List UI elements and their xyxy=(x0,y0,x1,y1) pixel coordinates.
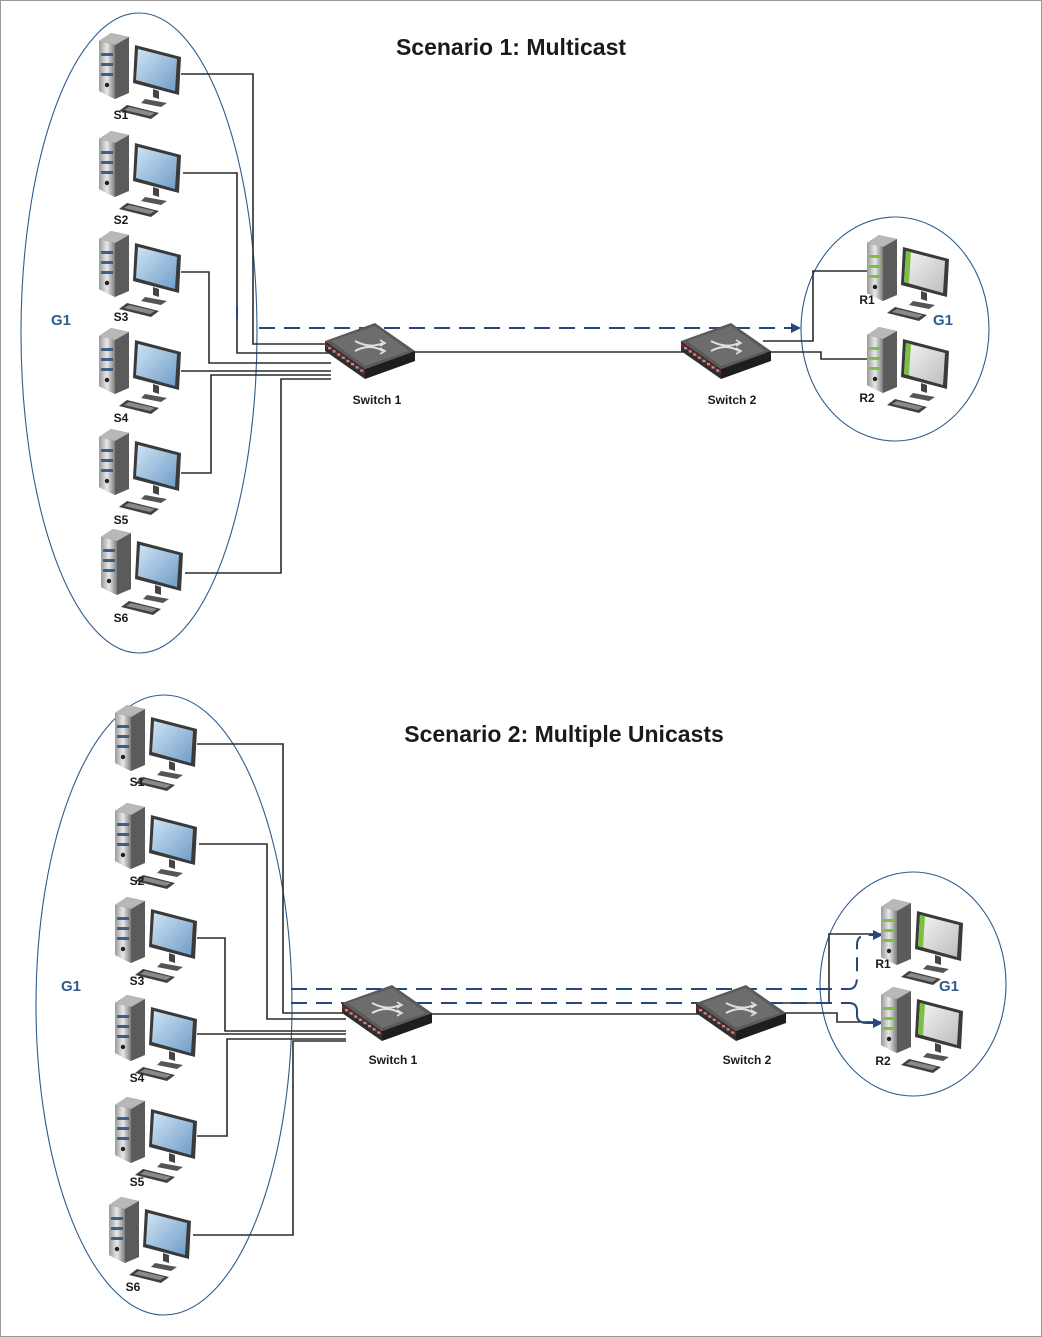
receiver-computer-icon xyxy=(867,327,949,413)
sender-label: S5 xyxy=(130,1175,145,1189)
receiver-computer-icon xyxy=(867,235,949,321)
receiver-group-label: G1 xyxy=(939,978,959,995)
sender-label: S3 xyxy=(130,974,145,988)
sender-label: S3 xyxy=(114,310,129,324)
sender-group-label: G1 xyxy=(51,312,71,329)
wire-s2 xyxy=(199,843,346,1020)
sender-label: S2 xyxy=(130,874,145,888)
receiver-computer-icon xyxy=(881,987,963,1073)
wire-s6 xyxy=(185,378,331,574)
sender-label: S6 xyxy=(114,611,129,625)
receiver-group-label: G1 xyxy=(933,312,953,329)
sender-computer-icon xyxy=(99,429,181,515)
receiver-label: R2 xyxy=(859,391,875,405)
sender-label: S1 xyxy=(114,108,129,122)
sender-group-boundary xyxy=(20,12,258,654)
sender-computer-icon xyxy=(115,897,197,983)
sender-label: S6 xyxy=(126,1280,141,1294)
unicast-arrow-r2 xyxy=(848,1002,883,1028)
receiver-label: R2 xyxy=(875,1054,891,1068)
switch-1-label: Switch 1 xyxy=(369,1053,418,1067)
receiver-group-boundary xyxy=(800,216,990,442)
wire-r2 xyxy=(779,1012,881,1023)
sender-computer-icon xyxy=(99,328,181,414)
sender-label: S2 xyxy=(114,213,129,227)
wire-s2 xyxy=(183,172,331,354)
wire-r1 xyxy=(779,933,881,1004)
switch-2-icon xyxy=(681,323,771,379)
wire-s6 xyxy=(193,1040,346,1236)
unicast-arrow-r1 xyxy=(848,930,883,990)
wire-s3 xyxy=(181,271,331,364)
switch-1-icon xyxy=(342,985,432,1041)
sender-computer-icon xyxy=(115,995,197,1081)
wire-r1 xyxy=(763,270,867,342)
receiver-computer-icon xyxy=(881,899,963,985)
switch-1-label: Switch 1 xyxy=(353,393,402,407)
scenario-1-title: Scenario 1: Multicast xyxy=(396,34,626,60)
scenario-2-title: Scenario 2: Multiple Unicasts xyxy=(404,721,724,747)
sender-label: S5 xyxy=(114,513,129,527)
wire-r2 xyxy=(763,351,867,360)
sender-computer-icon xyxy=(101,529,183,615)
switch-2-label: Switch 2 xyxy=(708,393,757,407)
switch-1-icon xyxy=(325,323,415,379)
wire-s5 xyxy=(181,374,331,474)
wire-s3 xyxy=(197,937,346,1032)
sender-computer-icon xyxy=(115,705,197,791)
sender-label: S4 xyxy=(130,1071,145,1085)
switch-2-icon xyxy=(696,985,786,1041)
sender-computer-icon xyxy=(99,33,181,119)
sender-computer-icon xyxy=(99,231,181,317)
switch-2-label: Switch 2 xyxy=(723,1053,772,1067)
receiver-label: R1 xyxy=(859,293,875,307)
sender-computer-icon xyxy=(109,1197,191,1283)
wire-s1 xyxy=(181,73,331,345)
wire-s1 xyxy=(197,743,346,1014)
scenario-1: Scenario 1: Multicast G1 G1 Switch 1 Swi… xyxy=(20,12,990,654)
sender-wires xyxy=(193,743,346,1236)
sender-wires xyxy=(181,73,331,574)
sender-label: S4 xyxy=(114,411,129,425)
sender-computer-icon xyxy=(115,803,197,889)
wire-s5 xyxy=(197,1038,346,1137)
sender-computer-icon xyxy=(99,131,181,217)
sender-label: S1 xyxy=(130,775,145,789)
sender-group-label: G1 xyxy=(61,978,81,995)
sender-computer-icon xyxy=(115,1097,197,1183)
scenario-2: Scenario 2: Multiple Unicasts G1 G1 Swit… xyxy=(35,694,1007,1316)
receiver-label: R1 xyxy=(875,957,891,971)
receiver-group-boundary xyxy=(819,871,1007,1097)
sender-group-boundary xyxy=(35,694,293,1316)
